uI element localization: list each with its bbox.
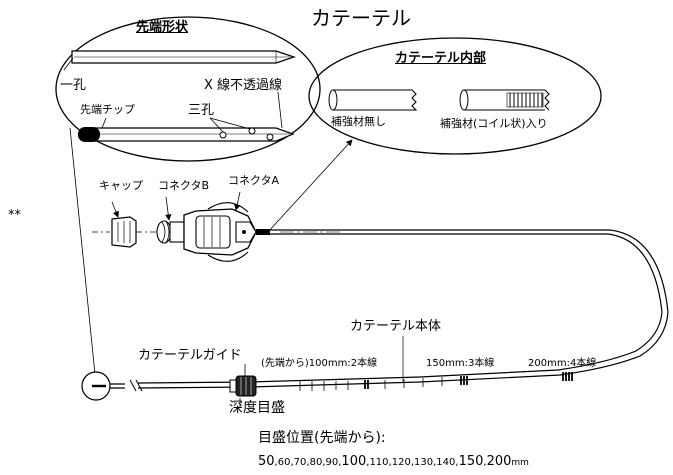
scale-unit: mm	[511, 458, 529, 468]
coil-reinforced-tube	[459, 89, 550, 111]
scale-value: 80	[309, 457, 323, 468]
tip-panel-leader	[69, 127, 97, 385]
three-hole-tip	[78, 91, 295, 142]
single-hole-tip	[63, 50, 296, 71]
connector-b-label: コネクタB	[158, 179, 210, 192]
marking-200-label: 200mm:4本線	[528, 358, 597, 369]
cap-connector-assembly	[92, 191, 270, 262]
scale-value: 50	[258, 454, 275, 469]
scale-value: 200	[486, 454, 512, 469]
coil-reinforcement	[506, 92, 544, 108]
connector-a-part	[183, 191, 270, 262]
depth-scale-label: 深度目盛	[229, 400, 285, 416]
side-hole	[248, 127, 256, 135]
three-holes-label: 三孔	[188, 103, 215, 118]
scale-value: 100	[341, 454, 367, 469]
inner-panel-leader	[267, 139, 353, 233]
scale-value: 90	[325, 457, 339, 468]
diagram-title: カテーテル	[311, 6, 411, 30]
connector-collar	[256, 229, 270, 235]
no-reinforcement-label: 補強材無し	[331, 115, 386, 128]
inner-structure-panel	[308, 37, 602, 155]
tip-detail-circle	[81, 371, 111, 401]
tip-chip-label: 先端チップ	[80, 103, 135, 116]
scale-positions-values: 50,60,70,80,90,100,110,120,130,140,150,2…	[258, 454, 529, 469]
catheter-guide-label: カテーテルガイド	[138, 348, 242, 363]
scale-value: 60	[277, 457, 291, 468]
catheter-tube	[106, 229, 669, 392]
scale-value: 140	[436, 457, 456, 468]
connector-a-label: コネクタA	[228, 174, 280, 187]
with-reinforcement-label: 補強材(コイル状)入り	[440, 117, 548, 130]
footnote-marker: **	[8, 208, 21, 223]
catheter-body-label: カテーテル本体	[350, 319, 442, 334]
scale-positions-title: 目盛位置(先端から):	[258, 430, 386, 446]
side-hole	[219, 131, 227, 139]
side-hole	[266, 133, 274, 141]
one-hole-label: 一孔	[60, 78, 87, 93]
tip-chip-black	[78, 127, 100, 142]
depth-marks	[299, 372, 573, 391]
tip-shape-panel	[55, 16, 321, 162]
marking-150-label: 150mm:3本線	[426, 358, 495, 369]
scale-value: 130	[414, 457, 434, 468]
scale-value: 110	[369, 457, 389, 468]
xray-line-label: X 線不透過線	[204, 78, 283, 93]
scale-value: 150	[458, 454, 484, 469]
marking-100-label: (先端から)100mm:2本線	[261, 358, 378, 369]
catheter-guide-part	[229, 364, 257, 408]
cap-part	[111, 201, 137, 248]
plain-tube	[328, 89, 418, 111]
cap-label: キャップ	[99, 179, 143, 192]
tip-shape-title: 先端形状	[136, 20, 189, 35]
connector-b-part	[156, 196, 185, 244]
scale-value: 120	[391, 457, 411, 468]
scale-value: 70	[293, 457, 307, 468]
inner-structure-title: カテーテル内部	[395, 51, 487, 66]
